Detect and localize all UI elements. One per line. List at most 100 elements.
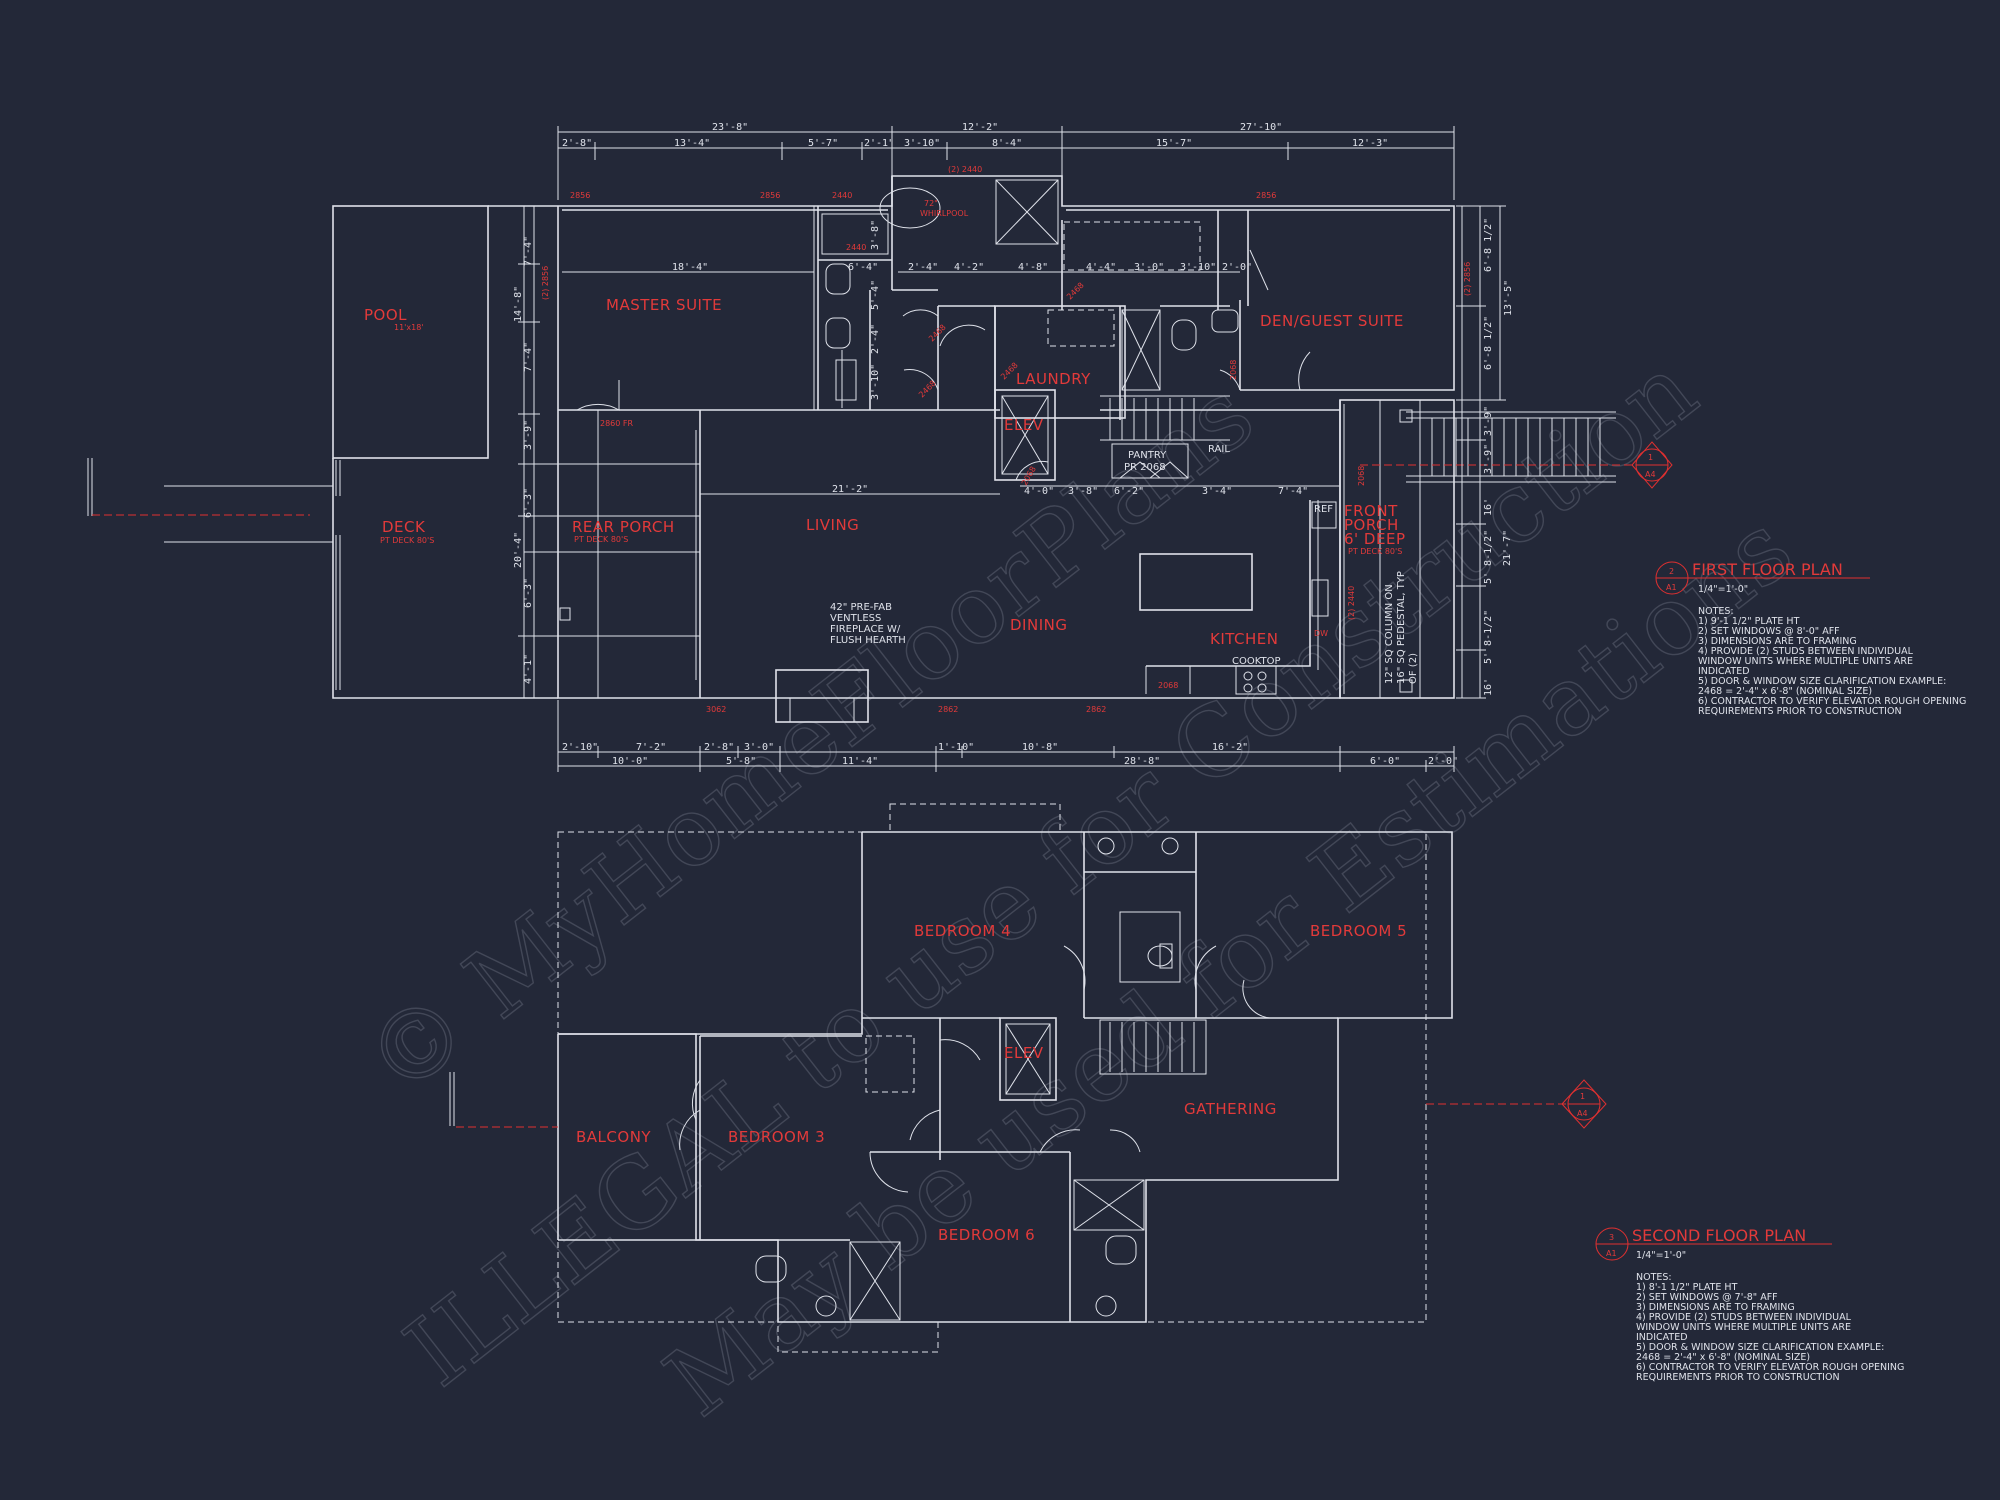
interior-dim-15: 7'-4" (1278, 486, 1308, 497)
second-floor-room-labels: BEDROOM 4 BEDROOM 5 BEDROOM 3 BEDROOM 6 … (576, 922, 1407, 1244)
room-deck: DECK (382, 518, 426, 536)
pantry-label: PANTRY (1128, 450, 1167, 461)
door-tag: 2860 FR (600, 419, 634, 428)
note-line: INDICATED (1636, 1332, 1688, 1343)
room-dining: DINING (1010, 616, 1067, 634)
bottom-dim-4: 3'-0" (744, 742, 774, 753)
interior-dim-2: 6'-4" (848, 262, 878, 273)
stairs-upper (1099, 1019, 1207, 1075)
note-line: 3) DIMENSIONS ARE TO FRAMING (1698, 636, 1857, 647)
first-floor-plan-num: 2 (1669, 567, 1674, 576)
left-dim-6: 20'-4" (513, 532, 524, 568)
note-line: 2) SET WINDOWS @ 7'-8" AFF (1636, 1292, 1778, 1303)
top-dim-6: 8'-4" (992, 138, 1022, 149)
top-dim-3: 5'-7" (808, 138, 838, 149)
door-tag: 2468 (917, 379, 938, 400)
interior-dim-8: 3'-10" (1180, 262, 1216, 273)
note-line: REQUIREMENTS PRIOR TO CONSTRUCTION (1636, 1372, 1840, 1383)
note-line: 6) CONTRACTOR TO VERIFY ELEVATOR ROUGH O… (1698, 696, 1966, 707)
section-marker-num: 1 (1648, 453, 1653, 462)
second-floor-plan-sheet: A1 (1606, 1249, 1617, 1258)
room-front-porch-2: PORCH (1344, 516, 1399, 534)
fireplace-note-4: FLUSH HEARTH (830, 635, 906, 646)
note-line: 1) 8'-1 1/2" PLATE HT (1636, 1282, 1738, 1293)
right-dim-2: 13'-5" (1503, 280, 1514, 316)
window-tag: (2) 2856 (541, 266, 550, 300)
room-elev: ELEV (1004, 416, 1044, 434)
right-dim-4: 3'-9" (1483, 406, 1494, 436)
door-tag: 2068 (1158, 681, 1178, 690)
whirlpool-label: WHIRLPOOL (920, 209, 969, 218)
interior-dim-11: 4'-0" (1024, 486, 1054, 497)
fireplace-note-3: FIREPLACE W/ (830, 624, 901, 635)
left-dimension-lines: 7'-4" 14'-8" 7'-4" 3'-9" 6'-3" 20'-4" 6'… (513, 205, 540, 699)
top-dim-2: 13'-4" (674, 138, 710, 149)
window-tag: (2) 2440 (948, 165, 982, 174)
bottom-dim-7: 16'-2" (1212, 742, 1248, 753)
fireplace-note-2: VENTLESS (830, 613, 881, 624)
bottom-dim-3: 2'-8" (704, 742, 734, 753)
right-dim-10: 16' (1483, 678, 1494, 696)
interior-dim-10: 21'-2" (832, 484, 868, 495)
fireplace-note-1: 42" PRE-FAB (830, 602, 892, 613)
right-dim-3: 6'-8 1/2" (1483, 316, 1494, 370)
note-line: REQUIREMENTS PRIOR TO CONSTRUCTION (1698, 706, 1902, 717)
note-line: 4) PROVIDE (2) STUDS BETWEEN INDIVIDUAL (1636, 1312, 1852, 1323)
window-tag: 2856 (570, 191, 590, 200)
room-master-suite: MASTER SUITE (606, 296, 722, 314)
left-dim-3: 7'-4" (523, 342, 534, 372)
right-dim-8: 21'-7" (1502, 530, 1513, 566)
dw-label: DW (1314, 629, 1328, 638)
second-floor-notes: NOTES: 1) 8'-1 1/2" PLATE HT 2) SET WIND… (1636, 1272, 1904, 1383)
front-porch: 1 A4 (1339, 399, 1673, 699)
top-dim-overall-3: 27'-10" (1240, 122, 1282, 133)
second-floor-title-block: 3 A1 SECOND FLOOR PLAN 1/4"=1'-0" NOTES:… (1595, 1226, 1904, 1383)
bottom-dimension-lines: 2'-10" 7'-2" 2'-8" 3'-0" 1'-10" 10'-8" 1… (557, 700, 1458, 772)
right-dim-6: 16' (1483, 498, 1494, 516)
door-tag: 2068 (1229, 360, 1238, 380)
interior-dim-9: 2'-0" (1222, 262, 1252, 273)
left-dim-8: 4'-1" (523, 654, 534, 684)
left-dim-2: 14'-8" (513, 286, 524, 322)
top-dim-7: 15'-7" (1156, 138, 1192, 149)
interior-dim-12: 3'-8" (1068, 486, 1098, 497)
room-gathering: GATHERING (1184, 1100, 1277, 1118)
note-line: NOTES: (1698, 606, 1734, 617)
top-dim-4: 2'-1" (864, 138, 894, 149)
bottom-dim-10: 11'-4" (842, 756, 878, 767)
window-tag: 2856 (760, 191, 780, 200)
note-line: 4) PROVIDE (2) STUDS BETWEEN INDIVIDUAL (1698, 646, 1914, 657)
window-tag: (2) 2856 (1463, 262, 1472, 296)
column-note-2: 16" SQ PEDESTAL, TYP (1396, 571, 1407, 684)
first-floor-plan-sheet: A1 (1666, 583, 1677, 592)
rear-porch (524, 380, 700, 698)
interior-dim-7: 3'-0" (1134, 262, 1164, 273)
room-elev-2f: ELEV (1004, 1044, 1044, 1062)
pantry-door-label: PR 2068 (1124, 462, 1166, 473)
note-line: WINDOW UNITS WHERE MULTIPLE UNITS ARE (1636, 1322, 1851, 1333)
second-floor-plan-title: SECOND FLOOR PLAN (1632, 1226, 1806, 1245)
note-line: 6) CONTRACTOR TO VERIFY ELEVATOR ROUGH O… (1636, 1362, 1904, 1373)
bottom-dim-1: 2'-10" (562, 742, 598, 753)
left-dim-7: 6'-3" (523, 578, 534, 608)
top-dim-overall-2: 12'-2" (962, 122, 998, 133)
first-floor-title-block: 2 A1 FIRST FLOOR PLAN 1/4"=1'-0" NOTES: … (1655, 560, 1966, 717)
interior-dim-14: 3'-4" (1202, 486, 1232, 497)
second-floor-scale: 1/4"=1'-0" (1636, 1250, 1686, 1261)
section-marker-2f-sheet: A4 (1577, 1109, 1588, 1118)
note-line: 3) DIMENSIONS ARE TO FRAMING (1636, 1302, 1795, 1313)
room-pool-size: 11'x18' (394, 323, 424, 332)
left-dim-1: 7'-4" (523, 236, 534, 266)
room-rear-porch: REAR PORCH (572, 518, 675, 536)
whirlpool-size: 72" (924, 199, 938, 208)
bottom-dim-12: 6'-0" (1370, 756, 1400, 767)
window-tag: 3062 (706, 705, 726, 714)
bottom-dim-5: 1'-10" (938, 742, 974, 753)
interior-dim-13: 6'-2" (1114, 486, 1144, 497)
note-line: INDICATED (1698, 666, 1750, 677)
top-dim-8: 12'-3" (1352, 138, 1388, 149)
room-bedroom-5: BEDROOM 5 (1310, 922, 1407, 940)
room-rear-porch-sub: PT DECK 80'S (574, 535, 628, 544)
room-kitchen: KITCHEN (1210, 630, 1279, 648)
